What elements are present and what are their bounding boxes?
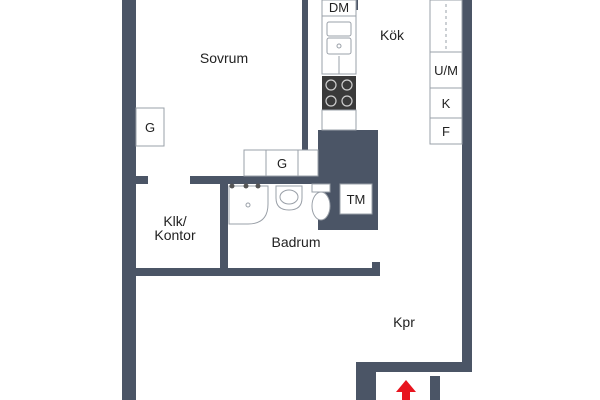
shower-head-3 <box>255 183 261 189</box>
room-bedroom-label: Sovrum <box>200 50 248 66</box>
shower-drain <box>245 202 251 208</box>
wall-office-right <box>220 184 228 274</box>
counter-lower <box>321 109 357 131</box>
k-cabinet <box>429 87 463 119</box>
washing-machine <box>339 183 373 215</box>
bedroom-wardrobe-label: G <box>145 120 155 135</box>
toilet-tank <box>311 183 331 193</box>
bedroom-wardrobe <box>135 107 165 147</box>
bathroom-fixtures: TM <box>228 183 373 225</box>
stove-burner-3 <box>325 95 337 107</box>
wall-right-step <box>368 362 472 372</box>
stove-burner-4 <box>341 95 353 107</box>
room-office-label-2: Kontor <box>154 227 196 243</box>
um-label: U/M <box>434 63 458 78</box>
shower-head-2 <box>243 183 249 189</box>
room-bathroom-label: Badrum <box>271 234 320 250</box>
f-cabinet <box>429 117 463 145</box>
sink-basin-bottom <box>326 37 352 55</box>
shower <box>228 185 269 225</box>
k-label: K <box>442 96 451 111</box>
room-kitchen-label: Kök <box>380 27 405 43</box>
hall-wardrobe <box>243 149 319 177</box>
wall-kitchen-bedroom <box>302 0 308 152</box>
wall-bath-stub <box>372 262 380 276</box>
stove-burner-1 <box>325 79 337 91</box>
washbasin-bowl <box>279 189 299 205</box>
wall-bedroom-bottom <box>190 176 320 184</box>
right-cabinet-top <box>429 0 463 53</box>
wall-entry-right <box>430 376 440 400</box>
wall-right-outer <box>462 0 472 372</box>
hall-wardrobe-label: G <box>277 156 287 171</box>
sink-drain <box>336 43 342 49</box>
sink-basin-top <box>326 21 352 37</box>
dishwasher-label: DM <box>329 0 349 15</box>
wall-bedroom-bottom-left <box>136 176 148 184</box>
wall-left-outer <box>122 0 136 400</box>
washing-machine-label: TM <box>347 192 366 207</box>
um-cabinet <box>429 51 463 89</box>
toilet-bowl <box>311 191 331 221</box>
room-office-label-1: Klk/ <box>163 213 186 229</box>
f-label: F <box>442 124 450 139</box>
stove-burner-2 <box>341 79 353 91</box>
kitchen-fixtures: DM U/M K F <box>321 0 463 145</box>
entrance-arrow-icon <box>396 380 416 400</box>
room-hallway-label: Kpr <box>393 314 415 330</box>
wall-office-bottom <box>136 268 228 276</box>
wall-bath-bottom <box>228 268 380 276</box>
wall-entry-left <box>356 362 376 400</box>
shower-head-1 <box>229 183 235 189</box>
